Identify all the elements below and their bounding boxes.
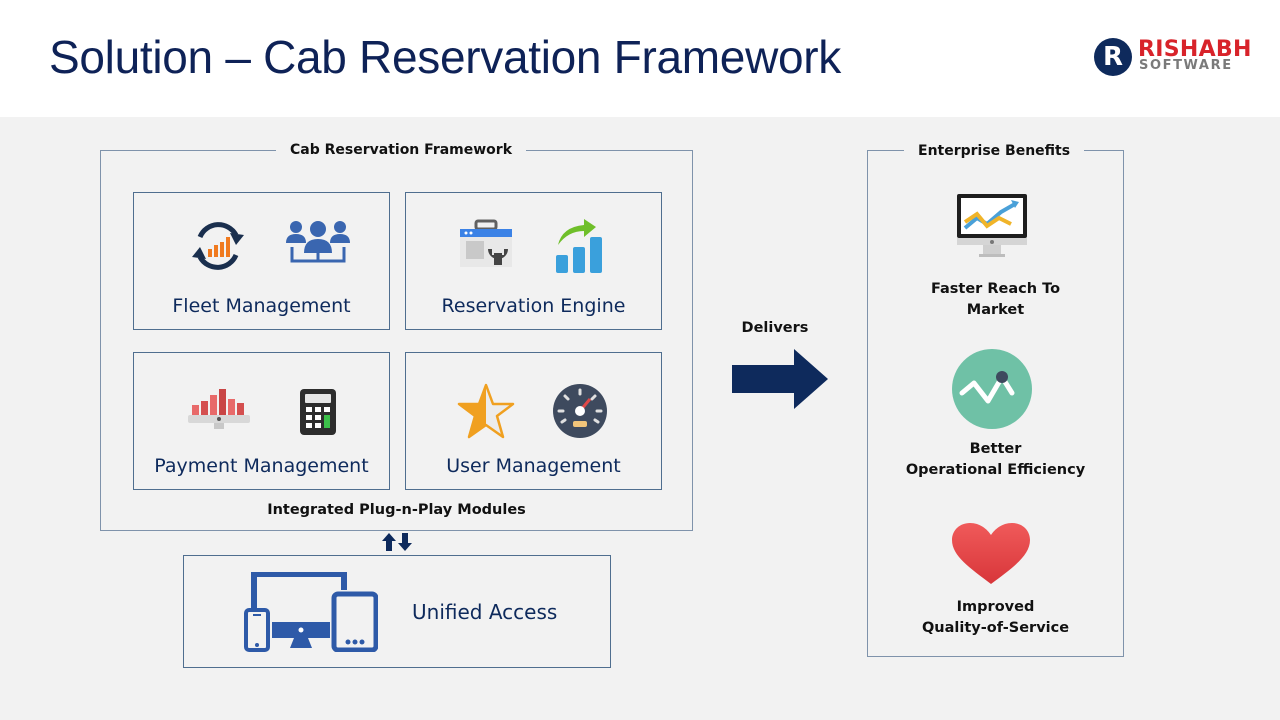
growth-bars-icon xyxy=(556,219,602,273)
pulse-circle-icon xyxy=(952,349,1032,429)
team-icon xyxy=(286,221,350,263)
module-fleet-management: Fleet Management xyxy=(133,192,390,330)
module-reservation-engine: Reservation Engine xyxy=(405,192,662,330)
slide-title: Solution – Cab Reservation Framework xyxy=(49,31,841,83)
toolbox-wrench-icon xyxy=(460,219,512,267)
benefits-title: Enterprise Benefits xyxy=(904,142,1085,160)
sync-chart-icon xyxy=(192,222,244,270)
multi-device-icon xyxy=(244,572,378,652)
benefit-line-1: Faster Reach To xyxy=(930,281,1061,297)
logo-name: RISHABH xyxy=(1138,37,1252,62)
heart-icon xyxy=(952,523,1030,584)
monitor-trend-icon xyxy=(957,194,1027,257)
module-label: Reservation Engine xyxy=(441,295,626,317)
delivers-label: Delivers xyxy=(741,320,809,336)
benefit-quality-of-service: Improved Quality-of-Service xyxy=(867,597,1124,639)
up-down-arrows-icon xyxy=(382,533,412,551)
benefit-faster-reach: Faster Reach To Market xyxy=(867,279,1124,321)
benefit-operational-efficiency: Better Operational Efficiency xyxy=(867,439,1124,481)
benefit-line-2: Quality-of-Service xyxy=(921,620,1070,636)
module-payment-management: Payment Management xyxy=(133,352,390,490)
benefit-line-1: Improved xyxy=(956,599,1035,615)
benefit-line-2: Market xyxy=(966,302,1025,318)
module-label: User Management xyxy=(446,455,621,477)
logo-mark-icon: R xyxy=(1094,38,1132,76)
unified-access-label: Unified Access xyxy=(412,600,558,624)
framework-title: Cab Reservation Framework xyxy=(276,141,527,159)
module-label: Payment Management xyxy=(154,455,369,477)
logo-subtitle: SOFTWARE xyxy=(1139,58,1233,73)
unified-access-box: Unified Access xyxy=(183,555,611,668)
half-star-icon xyxy=(457,383,515,439)
company-logo: R RISHABH SOFTWARE xyxy=(1094,37,1251,79)
module-label: Fleet Management xyxy=(172,295,351,317)
benefit-line-1: Better xyxy=(969,441,1022,457)
speedometer-icon xyxy=(553,384,607,438)
module-user-management: User Management xyxy=(405,352,662,490)
monitor-bar-chart-icon xyxy=(188,389,250,429)
right-arrow-icon xyxy=(732,349,828,409)
calculator-icon xyxy=(300,389,336,435)
framework-footer: Integrated Plug-n-Play Modules xyxy=(267,502,526,518)
slide-header: Solution – Cab Reservation Framework R R… xyxy=(0,0,1280,117)
benefit-line-2: Operational Efficiency xyxy=(905,462,1086,478)
